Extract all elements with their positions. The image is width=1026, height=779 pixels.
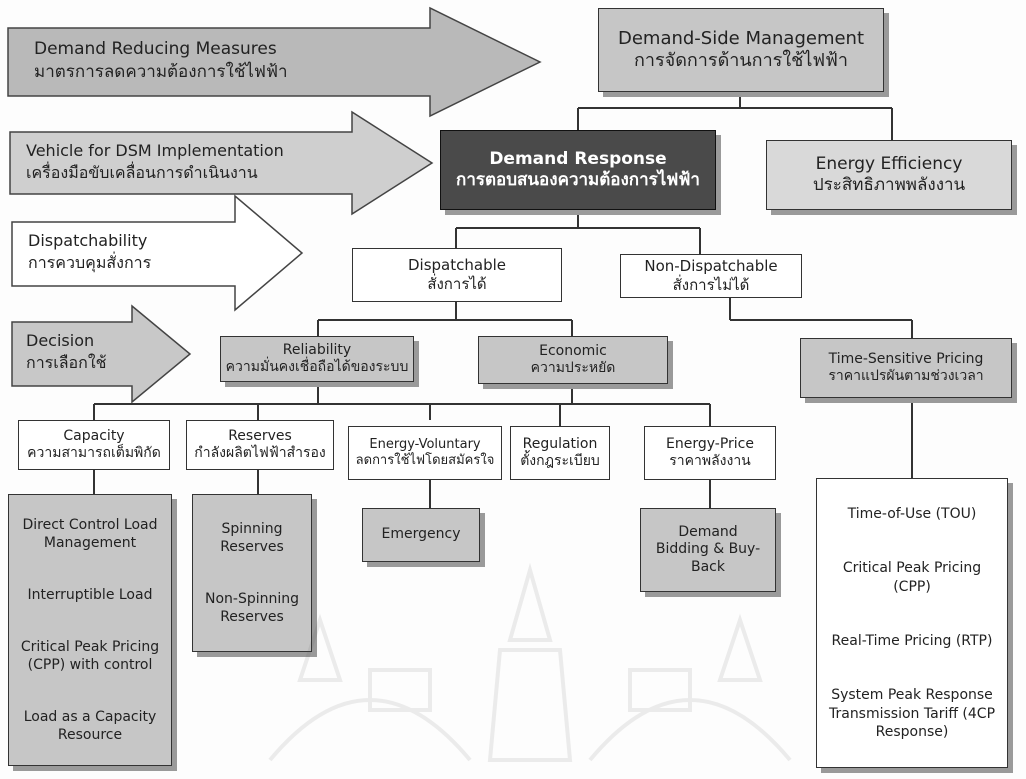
node-tsp-en: Time-Sensitive Pricing bbox=[828, 350, 984, 367]
node-price-th: ราคาพลังงาน bbox=[669, 453, 751, 469]
node-nondispatchable-en: Non-Dispatchable bbox=[644, 257, 778, 276]
node-nondispatchable-th: สั่งการไม่ได้ bbox=[672, 276, 750, 294]
node-dispatchable-th: สั่งการได้ bbox=[427, 275, 487, 293]
list-capacity-item: Load as a Capacity Resource bbox=[23, 708, 157, 743]
node-dsm: Demand-Side Management การจัดการด้านการใ… bbox=[598, 8, 884, 92]
node-regulation-en: Regulation bbox=[522, 435, 598, 452]
node-capacity: Capacity ความสามารถเต็มพิกัด bbox=[18, 420, 170, 470]
list-tsp-item: System Peak Response Transmission Tariff… bbox=[828, 687, 996, 740]
list-reserves-item: Spinning Reserves bbox=[220, 520, 284, 555]
arrow-dispatchability-line2: การควบคุมสั่งการ bbox=[28, 252, 152, 272]
node-reserves: Reserves กำลังผลิตไฟฟ้าสำรอง bbox=[186, 420, 334, 470]
list-emergency: Emergency bbox=[362, 508, 480, 562]
node-reliability: Reliability ความมั่นคงเชื่อถือได้ของระบบ bbox=[220, 336, 414, 382]
node-demand-response: Demand Response การตอบสนองความต้องการไฟฟ… bbox=[440, 130, 716, 210]
arrow-measures-label: Demand Reducing Measures มาตรการลดความต้… bbox=[34, 38, 288, 84]
node-dispatchable: Dispatchable สั่งการได้ bbox=[352, 248, 562, 302]
arrow-decision-label: Decision การเลือกใช้ bbox=[26, 330, 107, 373]
arrow-measures bbox=[7, 6, 542, 118]
arrow-measures-line1: Demand Reducing Measures bbox=[34, 39, 277, 59]
node-dispatchable-en: Dispatchable bbox=[408, 256, 506, 275]
node-reliability-th: ความมั่นคงเชื่อถือได้ของระบบ bbox=[225, 359, 409, 375]
list-demand-bidding: Demand Bidding & Buy-Back bbox=[640, 508, 776, 592]
node-voluntary-en: Energy-Voluntary bbox=[369, 436, 481, 452]
list-reserves-item: Non-Spinning Reserves bbox=[204, 590, 300, 625]
list-tsp-item: Real-Time Pricing (RTP) bbox=[831, 632, 993, 649]
list-capacity-item: Direct Control Load Management bbox=[22, 516, 158, 552]
arrow-vehicle-line1: Vehicle for DSM Implementation bbox=[26, 141, 284, 160]
node-economic-en: Economic bbox=[539, 342, 607, 359]
list-reserves: Spinning Reserves Non-Spinning Reserves bbox=[192, 494, 312, 652]
node-regulation: Regulation ตั้งกฎระเบียบ bbox=[510, 426, 610, 480]
watermark-emblem bbox=[268, 562, 792, 762]
node-tsp-th: ราคาแปรผันตามช่วงเวลา bbox=[828, 368, 984, 384]
arrow-vehicle-line2: เครื่องมือขับเคลื่อนการดำเนินงาน bbox=[26, 162, 258, 182]
list-capacity-item: Critical Peak Pricing (CPP) with control bbox=[20, 638, 160, 673]
node-ee-th: ประสิทธิภาพพลังงาน bbox=[812, 175, 966, 195]
list-emergency-item: Emergency bbox=[381, 526, 461, 543]
node-time-sensitive-pricing: Time-Sensitive Pricing ราคาแปรผันตามช่วง… bbox=[800, 338, 1012, 398]
node-ee-en: Energy Efficiency bbox=[815, 153, 963, 174]
arrow-measures-line2: มาตรการลดความต้องการใช้ไฟฟ้า bbox=[34, 61, 288, 82]
node-capacity-en: Capacity bbox=[63, 427, 125, 444]
arrow-dispatchability-line1: Dispatchability bbox=[28, 231, 148, 250]
list-capacity-item: Interruptible Load bbox=[27, 586, 153, 603]
node-reliability-en: Reliability bbox=[282, 341, 352, 358]
node-capacity-th: ความสามารถเต็มพิกัด bbox=[27, 445, 161, 461]
node-economic: Economic ความประหยัด bbox=[478, 336, 668, 384]
node-non-dispatchable: Non-Dispatchable สั่งการไม่ได้ bbox=[620, 254, 802, 298]
node-energy-voluntary: Energy-Voluntary ลดการใช้ไฟโดยสมัครใจ bbox=[348, 426, 502, 480]
arrow-decision-line2: การเลือกใช้ bbox=[26, 352, 107, 372]
node-voluntary-th: ลดการใช้ไฟโดยสมัครใจ bbox=[355, 453, 495, 468]
node-economic-th: ความประหยัด bbox=[530, 360, 616, 376]
list-capacity: Direct Control Load Management Interrupt… bbox=[8, 494, 172, 766]
node-energy-price: Energy-Price ราคาพลังงาน bbox=[644, 426, 776, 480]
arrow-vehicle bbox=[9, 110, 434, 216]
node-reserves-en: Reserves bbox=[228, 427, 292, 444]
list-tsp-item: Time-of-Use (TOU) bbox=[847, 506, 977, 523]
node-regulation-th: ตั้งกฎระเบียบ bbox=[520, 453, 600, 469]
arrow-decision bbox=[11, 304, 192, 404]
node-energy-efficiency: Energy Efficiency ประสิทธิภาพพลังงาน bbox=[766, 140, 1012, 210]
list-bidding-item: Demand Bidding & Buy-Back bbox=[655, 523, 761, 575]
node-price-en: Energy-Price bbox=[666, 435, 754, 452]
node-reserves-th: กำลังผลิตไฟฟ้าสำรอง bbox=[194, 445, 326, 461]
node-dr-th: การตอบสนองความต้องการไฟฟ้า bbox=[456, 170, 700, 190]
arrow-vehicle-label: Vehicle for DSM Implementation เครื่องมื… bbox=[26, 140, 284, 183]
list-time-sensitive-pricing: Time-of-Use (TOU) Critical Peak Pricing … bbox=[816, 478, 1008, 768]
arrow-dispatchability-label: Dispatchability การควบคุมสั่งการ bbox=[28, 230, 151, 273]
node-dr-en: Demand Response bbox=[489, 148, 667, 169]
node-dsm-th: การจัดการด้านการใช้ไฟฟ้า bbox=[633, 50, 848, 71]
list-tsp-item: Critical Peak Pricing (CPP) bbox=[842, 560, 982, 595]
arrow-decision-line1: Decision bbox=[26, 331, 95, 350]
node-dsm-en: Demand-Side Management bbox=[617, 27, 865, 49]
arrow-dispatchability bbox=[11, 194, 304, 312]
